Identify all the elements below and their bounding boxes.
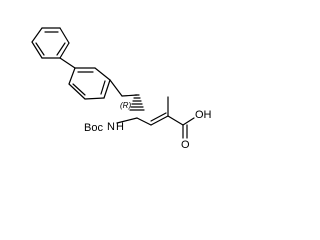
nitrogen-label: N [107,121,115,133]
chemical-structure: Boc N H (R) OH O [31,27,212,151]
biaryl-bond [59,57,76,69]
c-alkene-bond [136,117,152,126]
c-oh-bond [182,117,195,126]
hydroxyl-label: OH [195,109,212,121]
hashed-wedge-bond [129,94,145,111]
alkene-double-bond [150,112,169,126]
stereo-descriptor-label: (R) [120,101,131,110]
bottom-phenyl-ring [68,67,111,100]
carbonyl-oxygen-label: O [181,139,190,151]
ch2-linker [109,79,138,97]
top-phenyl-ring [31,27,70,59]
boc-label: Boc [84,122,103,134]
c-carboxyl-bond [167,115,184,126]
c-o-double-bond [182,124,188,139]
c-n-bond [116,117,138,124]
amine-hydrogen-label: H [116,121,124,133]
